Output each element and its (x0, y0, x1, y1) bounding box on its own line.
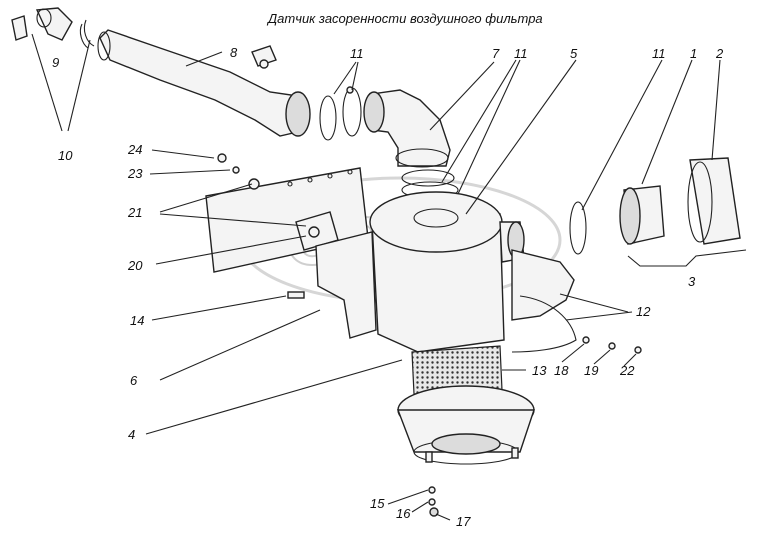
callout-18: 18 (554, 363, 569, 378)
callout-numbers: 9 10 8 11 7 11 5 11 1 2 3 24 23 21 20 14… (52, 45, 724, 529)
callout-20: 20 (127, 258, 143, 273)
callout-1: 1 (690, 46, 697, 61)
callout-11-right: 11 (652, 46, 666, 61)
bracket-3 (627, 249, 747, 267)
callout-7: 7 (492, 46, 500, 61)
fasteners (217, 153, 642, 517)
part-straps-12 (511, 249, 577, 353)
callout-19: 19 (584, 363, 598, 378)
part-clamp-11-right (569, 201, 587, 255)
callout-2: 2 (715, 46, 724, 61)
leader-lines (31, 33, 721, 521)
sensor-part (251, 45, 277, 69)
part-elbow-9 (35, 7, 73, 41)
callout-16: 16 (396, 506, 411, 521)
callout-9: 9 (52, 55, 59, 70)
callout-24: 24 (127, 142, 142, 157)
callout-14: 14 (130, 313, 144, 328)
part-intake-pipe-8 (97, 29, 311, 137)
callout-13: 13 (532, 363, 547, 378)
callout-3: 3 (688, 274, 696, 289)
part-elbow-7 (363, 89, 451, 168)
part-clamps-10 (11, 15, 95, 49)
callout-12: 12 (636, 304, 651, 319)
callout-8: 8 (230, 45, 238, 60)
part-strap-6 (315, 231, 377, 339)
bottom-tray-4 (396, 385, 535, 465)
callout-6: 6 (130, 373, 138, 388)
inlet-1 (619, 185, 665, 245)
callout-4: 4 (128, 427, 135, 442)
callout-10: 10 (58, 148, 73, 163)
callout-22: 22 (619, 363, 635, 378)
callout-21: 21 (127, 205, 142, 220)
callout-5: 5 (570, 46, 578, 61)
part-clamps-11-left (319, 86, 362, 141)
cap-2 (687, 157, 741, 245)
callout-11-left: 11 (350, 46, 364, 61)
filter-housing-5 (369, 191, 525, 353)
diagram-title: Датчик засоренности воздушного фильтра (266, 11, 543, 26)
part-bolt-14 (287, 291, 305, 299)
callout-15: 15 (370, 496, 385, 511)
callout-11-mid: 11 (514, 46, 528, 61)
callout-17: 17 (456, 514, 471, 529)
callout-23: 23 (127, 166, 143, 181)
